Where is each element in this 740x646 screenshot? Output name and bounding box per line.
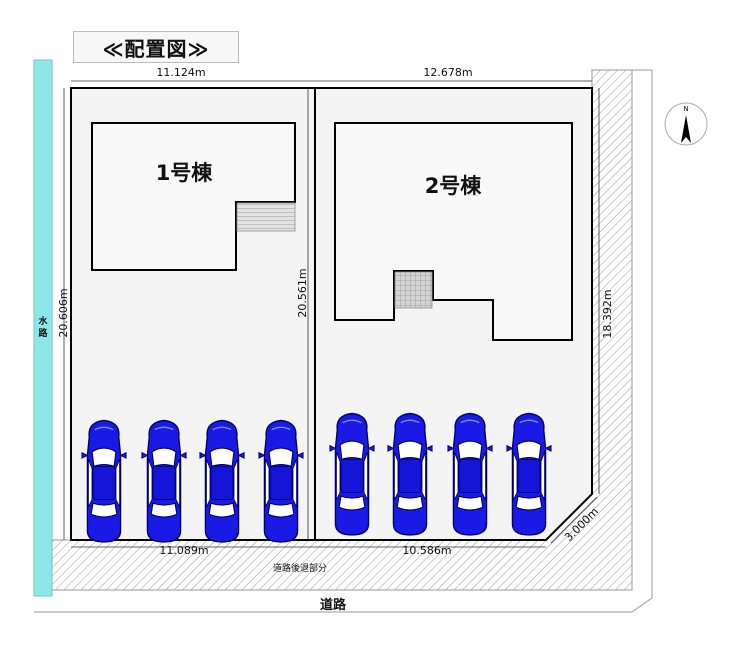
dim-lot1-bottom: 11.089m [159, 544, 208, 557]
building-1-label: 1号棟 [156, 161, 214, 185]
lot1-car-3 [199, 419, 245, 543]
building-1-outline [91, 122, 296, 271]
setback-label: 道路後退部分 [273, 562, 327, 574]
lot1-car-1 [81, 419, 127, 543]
building-2-stairs [394, 271, 433, 309]
dim-lot1-top: 11.124m [156, 66, 205, 79]
lot1-car-4 [258, 419, 304, 543]
page-title: ≪配置図≫ [102, 36, 210, 61]
lot2-car-1 [329, 412, 375, 536]
dim-lot2-top: 12.678m [423, 66, 472, 79]
outer-boundary-right [34, 69, 653, 613]
dim-middle: 20.561m [296, 268, 309, 317]
lot2-car-4 [506, 412, 552, 536]
waterway [33, 59, 53, 597]
building-2-outline [334, 122, 573, 341]
north-compass: N [664, 102, 708, 146]
dim-right-side: 18.392m [601, 289, 614, 338]
road-label: 道路 [320, 597, 347, 613]
lot2-car-2 [387, 412, 433, 536]
building-2-label: 2号棟 [425, 174, 483, 198]
building-1-stairs [236, 202, 296, 232]
waterway-label-2: 路 [38, 327, 48, 339]
lot1-car-2 [141, 419, 187, 543]
lot2-car-3 [447, 412, 493, 536]
compass-n-label: N [683, 105, 688, 113]
dim-left-side: 20.606m [57, 288, 70, 337]
dim-lot2-bottom: 10.586m [402, 544, 451, 557]
title-banner: ≪配置図≫ [73, 31, 239, 63]
north-arrow-icon [681, 115, 691, 143]
waterway-label-1: 水 [38, 315, 48, 327]
